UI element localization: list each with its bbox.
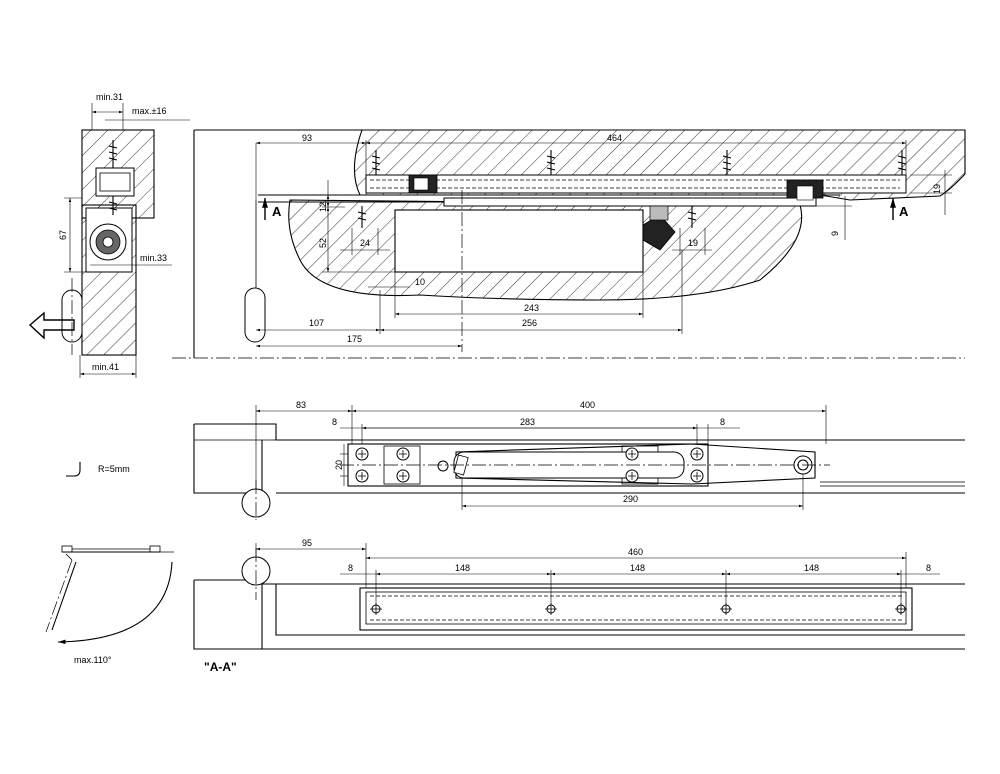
plate-screws: [355, 447, 704, 483]
dim-20: 20: [334, 460, 344, 470]
hinge: [244, 287, 266, 343]
dim-min33: min.33: [140, 253, 167, 263]
section-a-right: A: [899, 204, 909, 219]
closer-profile: [95, 167, 135, 197]
arm-plate: [443, 197, 817, 207]
dim-9: 9: [830, 231, 840, 236]
dim-19b: 19: [932, 184, 942, 194]
dim-400: 400: [580, 400, 595, 410]
dim-19a: 19: [688, 238, 698, 248]
dim-max16: max.±16: [132, 106, 166, 116]
top-plan-view: A A 93 464 12 52 24 10 19: [172, 129, 966, 359]
pinion-cap: [649, 205, 669, 221]
dim-464: 464: [607, 133, 622, 143]
dim-148c: 148: [804, 563, 819, 573]
dim-8c: 8: [348, 563, 353, 573]
dim-10: 10: [415, 277, 425, 287]
slide-channel-section: [359, 587, 913, 631]
dim-83: 83: [296, 400, 306, 410]
dim-8a: 8: [332, 417, 337, 427]
section-label: "A-A": [204, 660, 237, 674]
dim-8d: 8: [926, 563, 931, 573]
side-section-view: min.31 max.±16 67 min.33 min.41: [28, 92, 190, 378]
channel-screw-holes: [370, 603, 907, 615]
dim-67: 67: [58, 230, 68, 240]
dim-8b: 8: [720, 417, 725, 427]
door-open-line: [45, 559, 73, 633]
dim-min31: min.31: [96, 92, 123, 102]
opening-arc: [57, 561, 173, 645]
dim-283: 283: [520, 417, 535, 427]
dim-52: 52: [318, 238, 328, 248]
radius-note: R=5mm: [98, 464, 130, 474]
opening-angle-sketch: max.110°: [45, 545, 176, 665]
dim-107: 107: [309, 318, 324, 328]
radius-symbol: [66, 462, 81, 477]
max-angle-label: max.110°: [74, 655, 112, 665]
dim-12: 12: [318, 202, 328, 212]
frame-screws: [357, 150, 907, 228]
bottom-section-view: 95 460 8 148 148 148 8 "A-A": [193, 538, 965, 674]
dim-175: 175: [347, 334, 362, 344]
screw: [108, 140, 118, 168]
push-arrow-icon: [28, 311, 75, 340]
dim-256: 256: [522, 318, 537, 328]
dim-95: 95: [302, 538, 312, 548]
dim-24: 24: [360, 238, 370, 248]
dim-243: 243: [524, 303, 539, 313]
dim-148b: 148: [630, 563, 645, 573]
arm: [455, 443, 816, 485]
dim-290: 290: [623, 494, 638, 504]
section-a-left: A: [272, 204, 282, 219]
dim-93: 93: [302, 133, 312, 143]
dim-min41: min.41: [92, 362, 119, 372]
dim-460: 460: [628, 547, 643, 557]
slide-channel: [365, 174, 907, 194]
dim-148a: 148: [455, 563, 470, 573]
closer-pocket: [394, 209, 644, 273]
middle-arm-view: 83 400 8 283 8 20 290 R=5mm: [66, 400, 965, 520]
